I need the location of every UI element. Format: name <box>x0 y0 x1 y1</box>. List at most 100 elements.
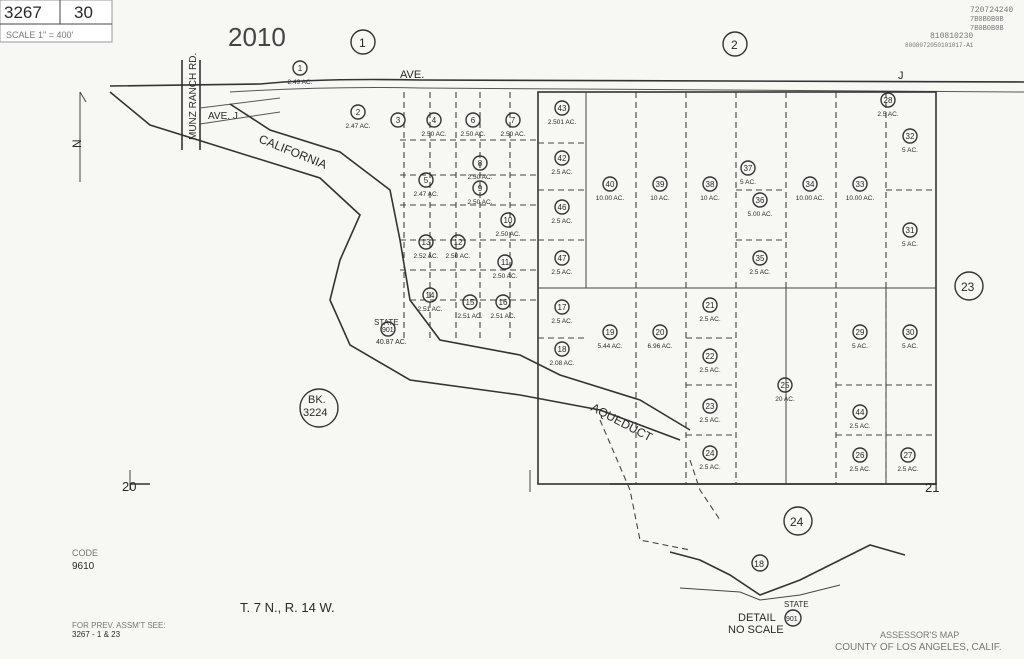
parcel-22-circle <box>702 348 718 364</box>
parcel-30-area: 5 AC. <box>902 343 918 350</box>
parcel-47-circle <box>554 250 570 266</box>
parcel-37-circle <box>740 160 756 176</box>
parcel-21-area: 2.5 AC. <box>699 316 721 323</box>
parcel-34-area: 10.00 AC. <box>796 195 825 202</box>
parcel-7-number: 7 <box>511 116 516 125</box>
parcel-9-number: 9 <box>478 184 483 193</box>
map-number-24-circle <box>783 506 813 536</box>
parcel-17-circle <box>554 299 570 315</box>
parcel-24-area: 2.5 AC. <box>699 464 721 471</box>
parcel-6-area: 2.50 AC. <box>461 131 486 138</box>
parcel-16-number: 16 <box>499 298 508 307</box>
parcel-6-circle <box>465 112 481 128</box>
parcel-29-circle <box>852 324 868 340</box>
detail-label: DETAIL <box>738 612 776 624</box>
book-ref-label: BK. <box>308 394 326 406</box>
aqueduct-north-edge <box>109 91 681 441</box>
parcel-16-area: 2.51 AC. <box>491 313 516 320</box>
state-parcel-area: 40.87 AC. <box>376 339 407 346</box>
parcel-31-area: 5 AC. <box>902 241 918 248</box>
aqueduct-label: AQUEDUCT <box>589 400 656 444</box>
ave-j-label-right: J <box>898 70 904 82</box>
parcel-36-circle <box>752 192 768 208</box>
parcel-15-circle <box>462 294 478 310</box>
parcel-7-area: 2.50 AC. <box>501 131 526 138</box>
parcel-47-number: 47 <box>558 254 567 263</box>
parcel-14-circle <box>422 287 438 303</box>
parcel-1-area: 2.49 AC. <box>288 79 313 86</box>
book-ref-number: 3224 <box>303 407 327 419</box>
parcel-42-area: 2.5 AC. <box>551 169 573 176</box>
parcel-27-number: 27 <box>904 451 913 460</box>
parcel-5-circle <box>418 172 434 188</box>
parcel-9-area: 2.50 AC. <box>468 199 493 206</box>
parcel-46-number: 46 <box>558 203 567 212</box>
parcel-11-area: 2.50 AC. <box>493 273 518 280</box>
code-value: 9610 <box>72 561 95 572</box>
parcel-28-area: 2.5 AC. <box>877 111 899 118</box>
parcel-29-area: 5 AC. <box>852 343 868 350</box>
parcel-23-area: 2.5 AC. <box>699 417 721 424</box>
map-number-23-circle <box>954 271 984 301</box>
map-number-24: 24 <box>790 515 804 529</box>
ave-j-small-label: AVE. J <box>208 111 238 122</box>
parcel-38-circle <box>702 176 718 192</box>
header-code-1: 720724240 <box>970 6 1013 15</box>
parcel-3-number: 3 <box>396 116 401 125</box>
parcel-36-area: 5.00 AC. <box>748 211 773 218</box>
corner-21-label: 21 <box>925 480 939 495</box>
parcel-5-area: 2.47 AC. <box>414 191 439 198</box>
parcel-3-circle <box>390 112 406 128</box>
parcel-47-area: 2.5 AC. <box>551 269 573 276</box>
parcel-2-number: 2 <box>356 108 361 117</box>
parcel-21-circle <box>702 297 718 313</box>
map-number-23: 23 <box>961 280 975 294</box>
parcel-35-number: 35 <box>756 254 765 263</box>
parcel-7-circle <box>505 112 521 128</box>
parcel-20-area: 6.96 AC. <box>648 343 673 350</box>
parcel-32-circle <box>902 128 918 144</box>
parcel-46-area: 2.5 AC. <box>551 218 573 225</box>
parcel-40-circle <box>602 176 618 192</box>
detail-state-label: STATE <box>784 600 809 609</box>
parcel-25-number: 25 <box>781 381 790 390</box>
ave-j-road-north-edge <box>109 78 1024 87</box>
prev-assessment-value: 3267 - 1 & 23 <box>72 630 121 639</box>
scale-label: SCALE 1" = 400' <box>6 30 73 40</box>
parcel-27-circle <box>900 447 916 463</box>
parcel-4-circle <box>426 112 442 128</box>
parcel-31-number: 31 <box>906 226 915 235</box>
parcel-28-number: 28 <box>884 96 893 105</box>
prev-assessment-label: FOR PREV. ASSM'T SEE: <box>72 621 166 630</box>
parcel-10-area: 2.50 AC. <box>496 231 521 238</box>
parcel-42-number: 42 <box>558 154 567 163</box>
state-parcel-label: STATE <box>374 318 399 327</box>
parcel-28-circle <box>880 92 896 108</box>
parcel-30-circle <box>902 324 918 340</box>
footer-line-2: COUNTY OF LOS ANGELES, CALIF. <box>835 642 1002 653</box>
parcel-39-number: 39 <box>656 180 665 189</box>
detail-parcel-boundary <box>669 544 906 596</box>
parcel-25-circle <box>777 377 793 393</box>
code-label: CODE <box>72 548 98 558</box>
parcel-33-number: 33 <box>856 180 865 189</box>
parcel-labels: 432.501 AC.422.5 AC.462.5 AC.472.5 AC.17… <box>288 60 919 473</box>
header-code-3: 7B0B0B0B <box>970 25 1004 33</box>
parcel-34-number: 34 <box>806 180 815 189</box>
parcel-6-number: 6 <box>471 116 476 125</box>
parcel-15-area: 2.51 AC. <box>458 313 483 320</box>
parcel-8-number: 8 <box>478 159 483 168</box>
parcel-32-area: 5 AC. <box>902 147 918 154</box>
parcel-29-number: 29 <box>856 328 865 337</box>
page-number: 30 <box>74 3 93 22</box>
header-code-2: 7B0B0B0B <box>970 16 1004 24</box>
parcel-4-number: 4 <box>432 116 437 125</box>
parcel-32-number: 32 <box>906 132 915 141</box>
parcel-27-area: 2.5 AC. <box>897 466 919 473</box>
map-number-1: 1 <box>359 36 366 50</box>
parcel-39-circle <box>652 176 668 192</box>
parcel-46-circle <box>554 199 570 215</box>
parcel-35-circle <box>752 250 768 266</box>
parcel-31-circle <box>902 222 918 238</box>
state-parcel-id: 901 <box>382 327 394 334</box>
